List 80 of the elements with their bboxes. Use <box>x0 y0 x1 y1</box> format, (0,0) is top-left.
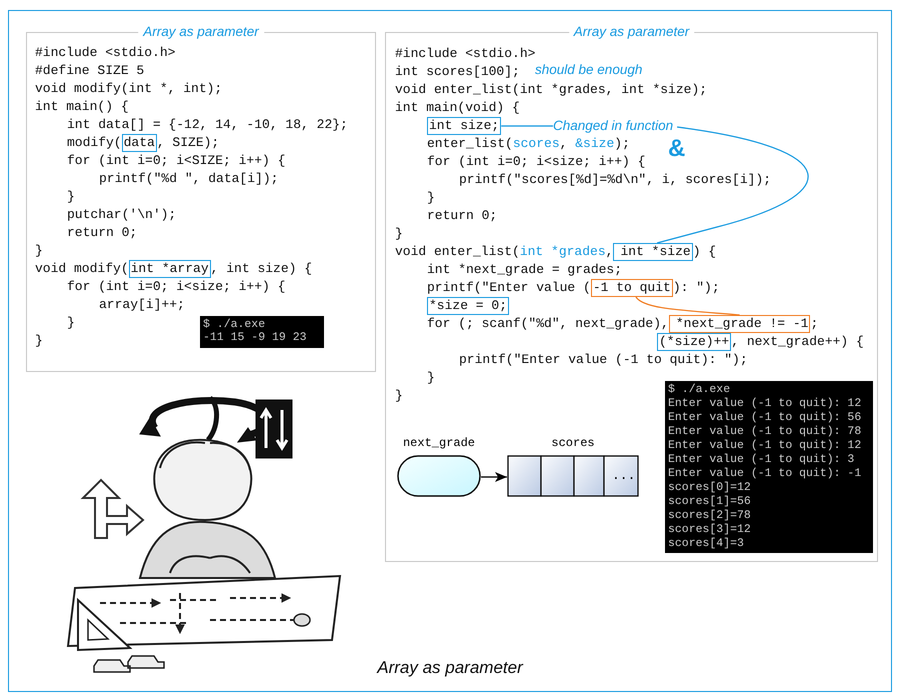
panel-heading: Array as parameter <box>568 24 694 40</box>
code-text: int data[] = {-12, 14, -10, 18, 22}; <box>67 116 348 134</box>
terminal-line: scores[1]=56 <box>668 495 751 509</box>
highlight-box: *next_grade != -1 <box>668 315 810 333</box>
code-text: for (int i=0; i<size; i++) { <box>67 278 286 296</box>
highlight-box: (*size)++ <box>657 333 732 351</box>
code-text: int *next_grade = grades; <box>427 261 622 279</box>
highlight-box: -1 to quit <box>590 279 673 297</box>
terminal-window <box>665 381 873 553</box>
terminal-line: Enter value (-1 to quit): 12 <box>668 397 862 411</box>
code-text: void enter_list(int *grades, int *size); <box>395 81 708 99</box>
code-text: #include <stdio.h> <box>395 45 536 63</box>
highlight-box: int size; <box>427 117 502 135</box>
code-text: , SIZE); <box>156 134 220 152</box>
code-text: ) { <box>692 243 716 261</box>
array-label: scores <box>551 435 595 451</box>
code-text: printf("Enter value (-1 to quit): "); <box>459 351 748 369</box>
panel-heading: Array as parameter <box>138 24 264 40</box>
code-panel <box>26 24 376 372</box>
code-text: } <box>427 189 435 207</box>
code-text: , int size) { <box>210 260 312 278</box>
code-text: return 0; <box>427 207 498 225</box>
highlight-box: data <box>122 134 157 152</box>
code-text: } <box>395 225 403 243</box>
terminal-line: scores[2]=78 <box>668 509 751 523</box>
code-text: #include <stdio.h> <box>35 44 176 62</box>
terminal-line: Enter value (-1 to quit): 3 <box>668 453 854 467</box>
code-text: } <box>395 387 403 405</box>
terminal-window <box>200 316 324 348</box>
terminal-line: $ ./a.exe <box>668 383 730 397</box>
highlight-box: int *array <box>128 260 211 278</box>
pointer-variable <box>397 435 481 499</box>
code-text: modify( <box>67 134 122 152</box>
terminal-line: $ ./a.exe <box>203 318 266 331</box>
caption-text: Array as parameter <box>377 658 523 677</box>
code-text: void modify(int *, int); <box>35 80 222 98</box>
variable-label: next_grade <box>402 435 475 451</box>
ellipsis-text: ... <box>612 467 636 485</box>
code-panel <box>385 24 878 562</box>
terminal-line: scores[3]=12 <box>668 523 751 537</box>
code-text: } <box>35 332 43 350</box>
code-text: } <box>67 188 75 206</box>
code-text: return 0; <box>67 224 138 242</box>
code-text: for (int i=0; i<size; i++) { <box>427 153 646 171</box>
code-text: ; <box>810 315 818 333</box>
code-text: for (int i=0; i<SIZE; i++) { <box>67 152 286 170</box>
leader-line <box>656 126 808 244</box>
code-text: ): "); <box>672 279 720 297</box>
terminal-line: scores[0]=12 <box>668 481 751 495</box>
code-text: int main() { <box>35 98 129 116</box>
leader-line <box>636 296 740 316</box>
code-text: printf("Enter value ( <box>427 279 591 297</box>
code-text: } <box>67 314 75 332</box>
terminal-line: Enter value (-1 to quit): 56 <box>668 411 862 425</box>
annotation-text: Changed in function <box>553 117 674 135</box>
code-text: #define SIZE 5 <box>35 62 144 80</box>
code-text: array[i]++; <box>99 296 185 314</box>
code-text: printf("scores[%d]=%d\n", i, scores[i]); <box>459 171 772 189</box>
code-text: void enter_list(int *grades, <box>395 243 614 261</box>
code-text: printf("%d ", data[i]); <box>99 170 278 188</box>
annotation-text: should be enough <box>535 61 642 79</box>
code-text: int main(void) { <box>395 99 520 117</box>
terminal-line: Enter value (-1 to quit): 78 <box>668 425 862 439</box>
arrow <box>481 472 507 482</box>
highlight-box: int *size <box>613 243 693 261</box>
code-text: } <box>427 369 435 387</box>
code-text: void modify( <box>35 260 129 278</box>
code-text: } <box>35 242 43 260</box>
ampersand-symbol: & <box>668 136 686 162</box>
terminal-line: -11 15 -9 19 23 <box>203 331 307 344</box>
terminal-line: Enter value (-1 to quit): 12 <box>668 439 862 453</box>
code-text: enter_list(scores, &size); <box>427 135 630 153</box>
code-text: , next_grade++) { <box>731 333 864 351</box>
terminal-line: Enter value (-1 to quit): -1 <box>668 467 862 481</box>
highlight-box: *size = 0; <box>427 297 510 315</box>
terminal-line: scores[4]=3 <box>668 537 744 551</box>
code-text: int scores[100]; <box>395 63 520 81</box>
leader-line <box>501 125 553 127</box>
code-text: putchar('\n'); <box>67 206 176 224</box>
code-text: for (; scanf("%d", next_grade), <box>427 315 669 333</box>
